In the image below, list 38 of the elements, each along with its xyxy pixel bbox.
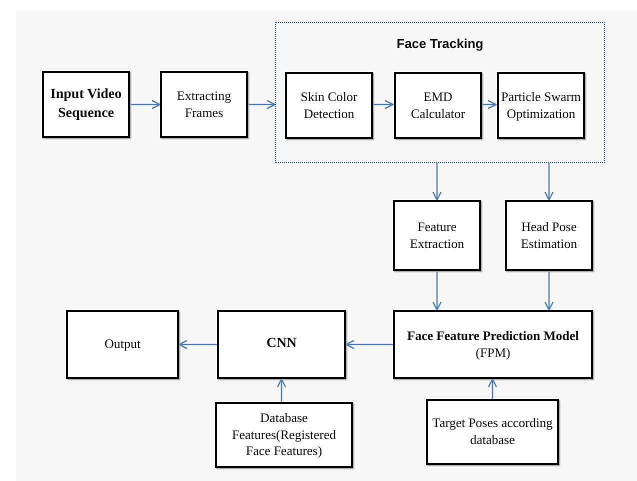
arrow bbox=[488, 378, 498, 399]
arrow bbox=[276, 378, 286, 402]
arrow bbox=[432, 163, 442, 201]
box-label: Target Poses according database bbox=[431, 415, 554, 449]
group-frame bbox=[275, 22, 605, 163]
box-label: Input Video Sequence bbox=[49, 86, 123, 122]
process-box bbox=[393, 310, 593, 379]
process-box bbox=[215, 402, 353, 468]
arrow bbox=[544, 271, 554, 311]
process-box bbox=[394, 72, 482, 139]
arrow bbox=[432, 271, 442, 311]
box-label: Skin Color Detection bbox=[300, 88, 358, 122]
arrow bbox=[345, 340, 393, 350]
box-label: Extracting Frames bbox=[176, 88, 232, 122]
box-label: Particle Swarm Optimization bbox=[501, 88, 581, 122]
arrow bbox=[178, 340, 217, 350]
process-box bbox=[66, 310, 179, 379]
process-box bbox=[217, 310, 346, 379]
box-label: CNN bbox=[266, 335, 297, 354]
box-label: Face Feature Prediction Model (FPM) bbox=[406, 328, 580, 362]
box-label: Output bbox=[104, 336, 141, 353]
process-box bbox=[505, 200, 593, 271]
arrow bbox=[372, 100, 394, 110]
process-box bbox=[160, 71, 248, 138]
box-label: Head Pose Estimation bbox=[520, 218, 578, 252]
process-box bbox=[497, 72, 585, 139]
box-label: Database Features(Registered Face Features) bbox=[231, 410, 337, 460]
arrow bbox=[544, 163, 554, 201]
box-label: EMD Calculator bbox=[410, 88, 466, 122]
arrow bbox=[130, 100, 161, 110]
arrow bbox=[248, 100, 276, 110]
process-box bbox=[426, 399, 559, 465]
process-box bbox=[285, 72, 373, 139]
group-title: Face Tracking bbox=[396, 36, 484, 53]
process-box bbox=[393, 200, 481, 271]
box-label: Feature Extraction bbox=[408, 218, 466, 252]
arrow bbox=[481, 100, 497, 110]
process-box bbox=[42, 71, 130, 138]
